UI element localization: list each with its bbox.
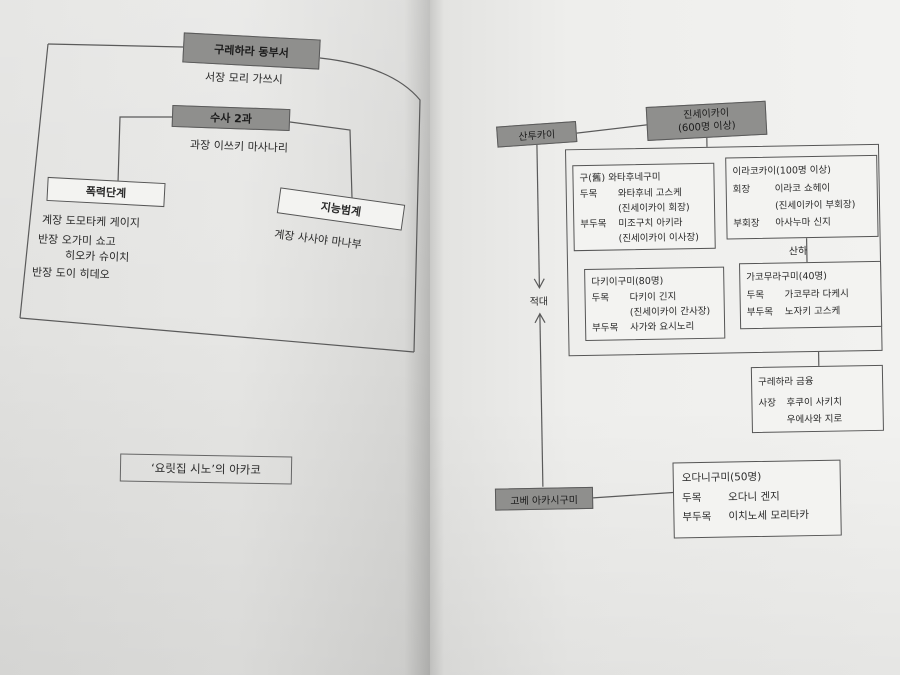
kurehara-finance-box: 구레하라 금융 사장 후쿠이 사키치 우에사와 지로 bbox=[750, 364, 884, 434]
member-row: 부회장 아사누마 신지 bbox=[733, 213, 871, 232]
member-row: 부두목 노자키 고스케 bbox=[747, 302, 875, 321]
santukai-title: 산투카이 bbox=[518, 129, 556, 144]
santukai-jinseikai-connector bbox=[576, 124, 647, 134]
kobe-akashi-box: 고베 아카시구미 bbox=[494, 486, 594, 511]
member-row: 사장 후쿠이 사키치 bbox=[758, 393, 876, 412]
role-label: 부두목 bbox=[746, 306, 774, 319]
role-label: 두목 bbox=[579, 188, 598, 201]
kurehara-finance-title: 구레하라 금융 bbox=[758, 376, 814, 388]
outer-frame-right-curve bbox=[319, 57, 421, 353]
role-label: 부두목 bbox=[580, 218, 607, 231]
member-row: 부두목 사가와 요시노리 bbox=[592, 319, 718, 336]
member-row: (진세이카이 이사장) bbox=[580, 230, 708, 247]
member-name: (진세이카이 회장) bbox=[617, 202, 690, 215]
division-to-violence-connector bbox=[117, 116, 172, 184]
member-name: 오다니 겐지 bbox=[727, 490, 780, 504]
role-label: 두목 bbox=[591, 292, 610, 304]
division-to-intelligence-connector bbox=[289, 121, 353, 199]
member-name: 와타후네 고스케 bbox=[617, 187, 683, 200]
kakomura-title: 가코무라구미(40명) bbox=[746, 270, 828, 284]
member-name: (진세이카이 간사장) bbox=[629, 305, 711, 319]
role-label bbox=[759, 412, 787, 429]
odani-box: 오다니구미(50명) 두목 오다니 겐지 부두목 이치노세 모리타카 bbox=[672, 459, 842, 539]
role-label: 사장 bbox=[758, 397, 777, 409]
takii-title: 다키이구미(80명) bbox=[591, 275, 664, 288]
kakomura-box: 가코무라구미(40명) 두목 가코무라 다케시 부두목 노자키 고스케 bbox=[739, 260, 883, 330]
kobe-akashi-title: 고베 아카시구미 bbox=[510, 494, 579, 507]
outer-frame-top-line bbox=[47, 43, 184, 48]
hostility-arrow-up-line bbox=[539, 314, 544, 487]
role-label: 회장 bbox=[732, 184, 751, 196]
member-name: (진세이카이 부회장) bbox=[774, 199, 856, 212]
role-label bbox=[580, 231, 618, 247]
outer-frame-left-line bbox=[19, 43, 49, 319]
member-row: 우에사와 지로 bbox=[759, 410, 877, 429]
jinseikai-subtitle: (600명 이상) bbox=[677, 120, 736, 135]
outer-frame-bottom-line bbox=[19, 317, 415, 353]
role-label: 부두목 bbox=[592, 322, 619, 334]
member-name: 이치노세 모리타카 bbox=[728, 509, 810, 523]
member-name: (진세이카이 이사장) bbox=[618, 232, 700, 245]
jinseikai-box: 진세이카이 (600명 이상) bbox=[645, 100, 768, 141]
member-name: 이라코 쇼헤이 bbox=[774, 182, 831, 195]
member-row: 부두목 이치노세 모리타카 bbox=[682, 506, 832, 528]
role-label: 부두목 bbox=[682, 510, 712, 524]
member-name: 노자키 고스케 bbox=[784, 305, 841, 318]
irakokai-box: 이라코카이(100명 이상) 회장 이라코 쇼헤이 (진세이카이 부회장) 부회… bbox=[725, 154, 879, 240]
hostility-arrowhead-down bbox=[533, 278, 545, 290]
member-name: 우에사와 지로 bbox=[786, 413, 843, 426]
kobe-to-odani-connector bbox=[593, 491, 674, 499]
role-label bbox=[580, 201, 618, 217]
subsidiary-label: 산하 bbox=[788, 246, 808, 258]
member-name: 가코무라 다케시 bbox=[784, 288, 849, 301]
member-name: 아사누마 신지 bbox=[775, 216, 831, 229]
role-label: 부회장 bbox=[733, 217, 760, 230]
hostility-arrowhead-up bbox=[534, 312, 546, 324]
member-name: 사가와 요시노리 bbox=[630, 321, 695, 334]
role-label bbox=[592, 305, 630, 321]
member-name: 후쿠이 사키치 bbox=[786, 396, 843, 409]
takii-box: 다키이구미(80명) 두목 다키이 긴지 (진세이카이 간사장) 부두목 사가와… bbox=[584, 266, 726, 342]
hostility-label: 적대 bbox=[529, 296, 549, 308]
role-label: 두목 bbox=[682, 492, 702, 505]
watafune-box: 구(舊) 와타후네구미 두목 와타후네 고스케 (진세이카이 회장) 부두목 미… bbox=[572, 162, 716, 252]
irakokai-title: 이라코카이(100명 이상) bbox=[732, 164, 832, 178]
member-name: 미조구치 아키라 bbox=[618, 217, 683, 230]
member-row: 두목 오다니 겐지 bbox=[682, 487, 832, 509]
role-label: 두목 bbox=[746, 289, 765, 302]
member-name: 다키이 긴지 bbox=[629, 291, 677, 304]
odani-title: 오다니구미(50명) bbox=[681, 470, 762, 485]
watafune-title: 구(舊) 와타후네구미 bbox=[579, 171, 661, 185]
role-label bbox=[733, 198, 775, 216]
hostility-arrow-down-line bbox=[536, 144, 540, 287]
